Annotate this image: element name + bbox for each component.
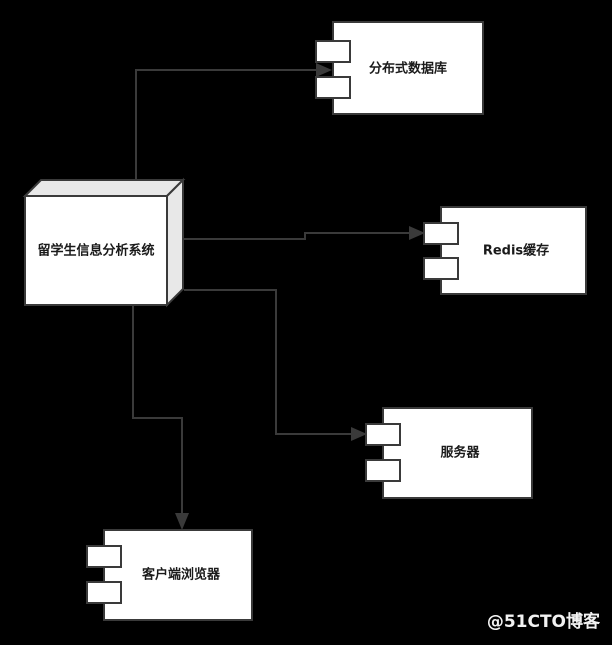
connector-line [184, 289, 351, 435]
connector-line [135, 69, 316, 180]
arrow-head-icon [409, 226, 425, 240]
component-port-lower [423, 257, 459, 280]
connector-system-to-redis [184, 226, 425, 240]
arrow-head-icon [175, 513, 189, 530]
cube-top-face [22, 179, 186, 197]
component-system-analysis[interactable]: 留学生信息分析系统 [22, 177, 186, 308]
connector-system-to-browser [132, 305, 189, 530]
component-port-lower [365, 459, 401, 482]
component-port-upper [365, 423, 401, 446]
connector-system-to-database [135, 63, 332, 180]
component-label: 服务器 [440, 445, 480, 461]
cube-side-face [166, 177, 184, 308]
component-port-upper [86, 545, 122, 568]
connector-system-to-server [184, 289, 367, 441]
component-port-lower [86, 581, 122, 604]
system-label: 留学生信息分析系统 [37, 243, 154, 259]
component-database[interactable]: 分布式数据库 [315, 21, 484, 115]
watermark: @51CTO博客 [487, 611, 601, 632]
component-port-lower [315, 76, 351, 99]
cube-front-face [24, 195, 168, 306]
component-label: Redis缓存 [483, 243, 549, 259]
connector-line [132, 305, 183, 513]
arrow-head-icon [351, 427, 367, 441]
component-label: 分布式数据库 [369, 61, 447, 77]
component-browser[interactable]: 客户端浏览器 [86, 529, 253, 621]
component-redis[interactable]: Redis缓存 [423, 206, 587, 295]
component-label: 客户端浏览器 [142, 567, 221, 583]
component-body [382, 407, 533, 499]
component-port-upper [423, 222, 459, 245]
component-body [440, 206, 587, 295]
component-body [103, 529, 253, 621]
component-body [332, 21, 484, 115]
connector-line [184, 232, 409, 240]
component-port-upper [315, 40, 351, 63]
component-server[interactable]: 服务器 [365, 407, 533, 499]
arrow-head-icon [316, 63, 332, 77]
